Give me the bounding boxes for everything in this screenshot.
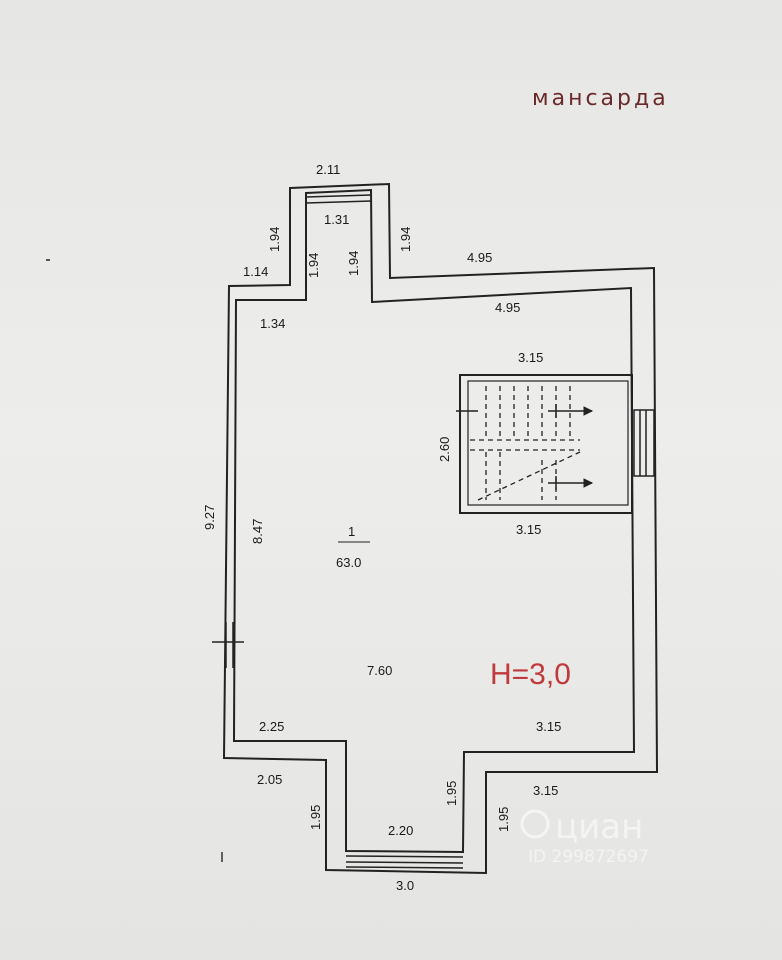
ceiling-height: H=3,0	[490, 658, 571, 691]
dim-inner-left-height: 8.47	[250, 519, 265, 544]
dim-stair-bottom: 3.15	[516, 522, 541, 537]
dim-inner-left-top: 1.94	[306, 253, 321, 278]
staircase	[456, 374, 633, 514]
dim-outer-top-right: 4.95	[467, 250, 492, 265]
dim-outer-bottom-left: 2.05	[257, 772, 282, 787]
dim-inner-left-bottom: 1.95	[444, 781, 459, 806]
room-number: 1	[348, 524, 355, 539]
right-window	[633, 409, 655, 477]
room-area: 63.0	[336, 555, 361, 570]
watermark-brand: циан	[555, 807, 643, 847]
dim-stair-top: 3.15	[518, 350, 543, 365]
dim-top-window: 1.31	[324, 212, 349, 227]
floor-title: мансарда	[532, 86, 669, 111]
dim-inner-ledge-left: 1.34	[260, 316, 285, 331]
inner-wall	[232, 188, 636, 854]
dim-top-opening: 2.11	[316, 162, 340, 177]
watermark-listing-id: ID 299872697	[528, 847, 649, 867]
dim-outer-left-bottom: 1.95	[308, 805, 323, 830]
dim-outer-left-height: 9.27	[202, 505, 217, 530]
dim-inner-bottom-right: 3.15	[536, 719, 561, 734]
watermark: циан ID 299872697	[520, 807, 649, 867]
dim-inner-top-right: 4.95	[495, 300, 520, 315]
bottom-window	[345, 855, 464, 869]
dim-inner-bottom-left: 2.25	[259, 719, 284, 734]
outer-wall	[222, 182, 659, 875]
dim-inner-right-top: 1.94	[346, 251, 361, 276]
dim-inner-width: 7.60	[367, 663, 392, 678]
dim-outer-right-top: 1.94	[398, 227, 413, 252]
dim-outer-right-bottom: 1.95	[496, 807, 511, 832]
left-door-mark	[212, 622, 244, 668]
dim-bottom-window: 2.20	[388, 823, 413, 838]
dim-outer-bottom-right: 3.15	[533, 783, 558, 798]
dim-outer-left-top: 1.94	[267, 227, 282, 252]
dim-stair-side: 2.60	[437, 437, 452, 462]
dim-outer-ledge-left: 1.14	[243, 264, 268, 279]
dim-bottom-outer: 3.0	[396, 878, 414, 893]
cian-logo-icon	[520, 809, 550, 839]
top-window	[305, 194, 372, 204]
